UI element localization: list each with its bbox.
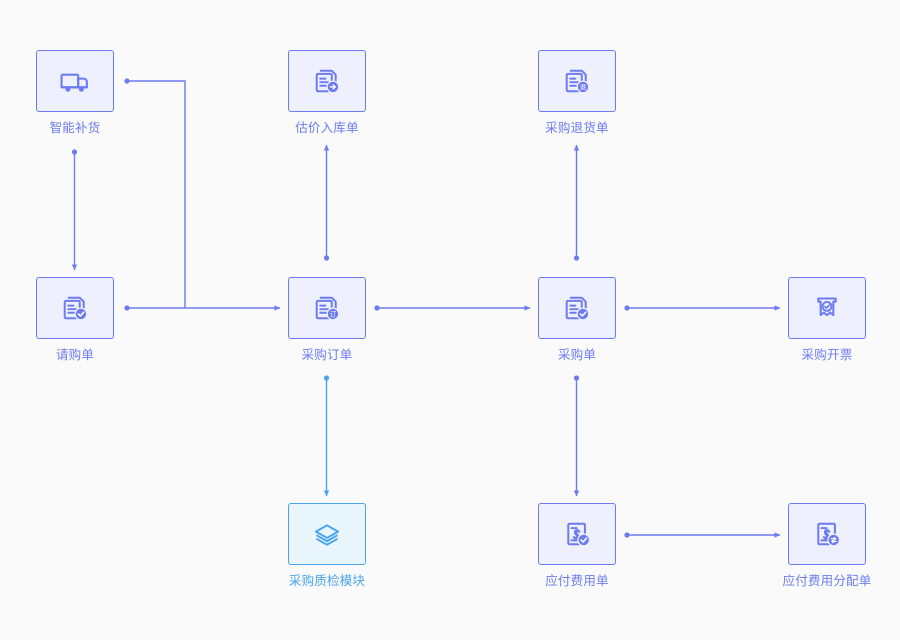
edge-smart-replenishment-to-purchase-order	[124, 78, 186, 308]
node-label-purchase-invoicing: 采购开票	[801, 348, 853, 362]
node-label-smart-replenishment: 智能补货	[49, 121, 101, 135]
node-label-purchase-receipt: 采购单	[557, 348, 597, 362]
node-label-payable-expense-allocation-order: 应付费用分配单	[782, 574, 872, 588]
edge-smart-replenishment-to-requisition	[71, 149, 78, 271]
node-estimated-inbound-order[interactable]: 估价入库单	[287, 50, 367, 136]
node-label-purchase-return-order: 采购退货单	[545, 121, 609, 135]
money-doc-exchange-icon	[817, 522, 841, 547]
truck-icon	[60, 73, 88, 92]
node-label-requisition-order: 请购单	[55, 348, 95, 362]
svg-text:订: 订	[330, 310, 337, 318]
node-label-payable-expense-order: 应付费用单	[545, 574, 609, 588]
node-purchase-return-order[interactable]: 退 采购退货单	[537, 50, 617, 136]
node-label-purchase-qc-module: 采购质检模块	[288, 574, 366, 588]
layers-icon	[314, 524, 340, 546]
node-purchase-order[interactable]: 订 采购订单	[287, 277, 367, 363]
money-doc-check-icon	[567, 522, 591, 547]
node-box-purchase-invoicing[interactable]	[788, 277, 866, 339]
node-purchase-invoicing[interactable]: 采购开票	[787, 277, 867, 363]
edge-payable-expense-to-allocation	[624, 532, 781, 538]
node-purchase-receipt[interactable]: 采购单	[537, 277, 617, 363]
document-arrow-right-icon	[315, 69, 340, 94]
node-payable-expense-allocation-order[interactable]: 应付费用分配单	[783, 503, 871, 589]
document-check-icon	[63, 296, 88, 321]
node-box-purchase-order[interactable]: 订	[288, 277, 366, 339]
node-box-smart-replenishment[interactable]	[36, 50, 114, 112]
node-requisition-order[interactable]: 请购单	[35, 277, 115, 363]
node-box-purchase-return-order[interactable]: 退	[538, 50, 616, 112]
node-box-estimated-inbound-order[interactable]	[288, 50, 366, 112]
node-box-payable-expense-allocation-order[interactable]	[788, 503, 866, 565]
edge-purchase-receipt-to-invoicing	[624, 305, 781, 311]
invoice-check-ribbon-icon	[817, 297, 837, 317]
edge-purchase-order-to-purchase-receipt	[374, 305, 531, 311]
node-purchase-qc-module[interactable]: 采购质检模块	[287, 503, 367, 589]
edge-purchase-receipt-to-return-order	[573, 144, 580, 261]
svg-text:退: 退	[580, 82, 587, 91]
node-label-purchase-order: 采购订单	[301, 348, 353, 362]
node-box-purchase-qc-module[interactable]	[288, 503, 366, 565]
node-box-payable-expense-order[interactable]	[538, 503, 616, 565]
document-order-badge-icon: 订	[315, 296, 340, 321]
edge-purchase-receipt-to-payable-expense	[573, 375, 580, 497]
edge-requisition-to-purchase-order	[124, 305, 281, 311]
node-box-requisition-order[interactable]	[36, 277, 114, 339]
edge-purchase-order-to-estimated-inbound	[323, 144, 330, 261]
edge-purchase-order-to-qc-module	[323, 375, 330, 497]
document-check-icon	[565, 296, 590, 321]
node-payable-expense-order[interactable]: 应付费用单	[537, 503, 617, 589]
node-label-estimated-inbound-order: 估价入库单	[295, 121, 359, 135]
document-return-badge-icon: 退	[565, 69, 590, 94]
node-smart-replenishment[interactable]: 智能补货	[35, 50, 115, 136]
node-box-purchase-receipt[interactable]	[538, 277, 616, 339]
